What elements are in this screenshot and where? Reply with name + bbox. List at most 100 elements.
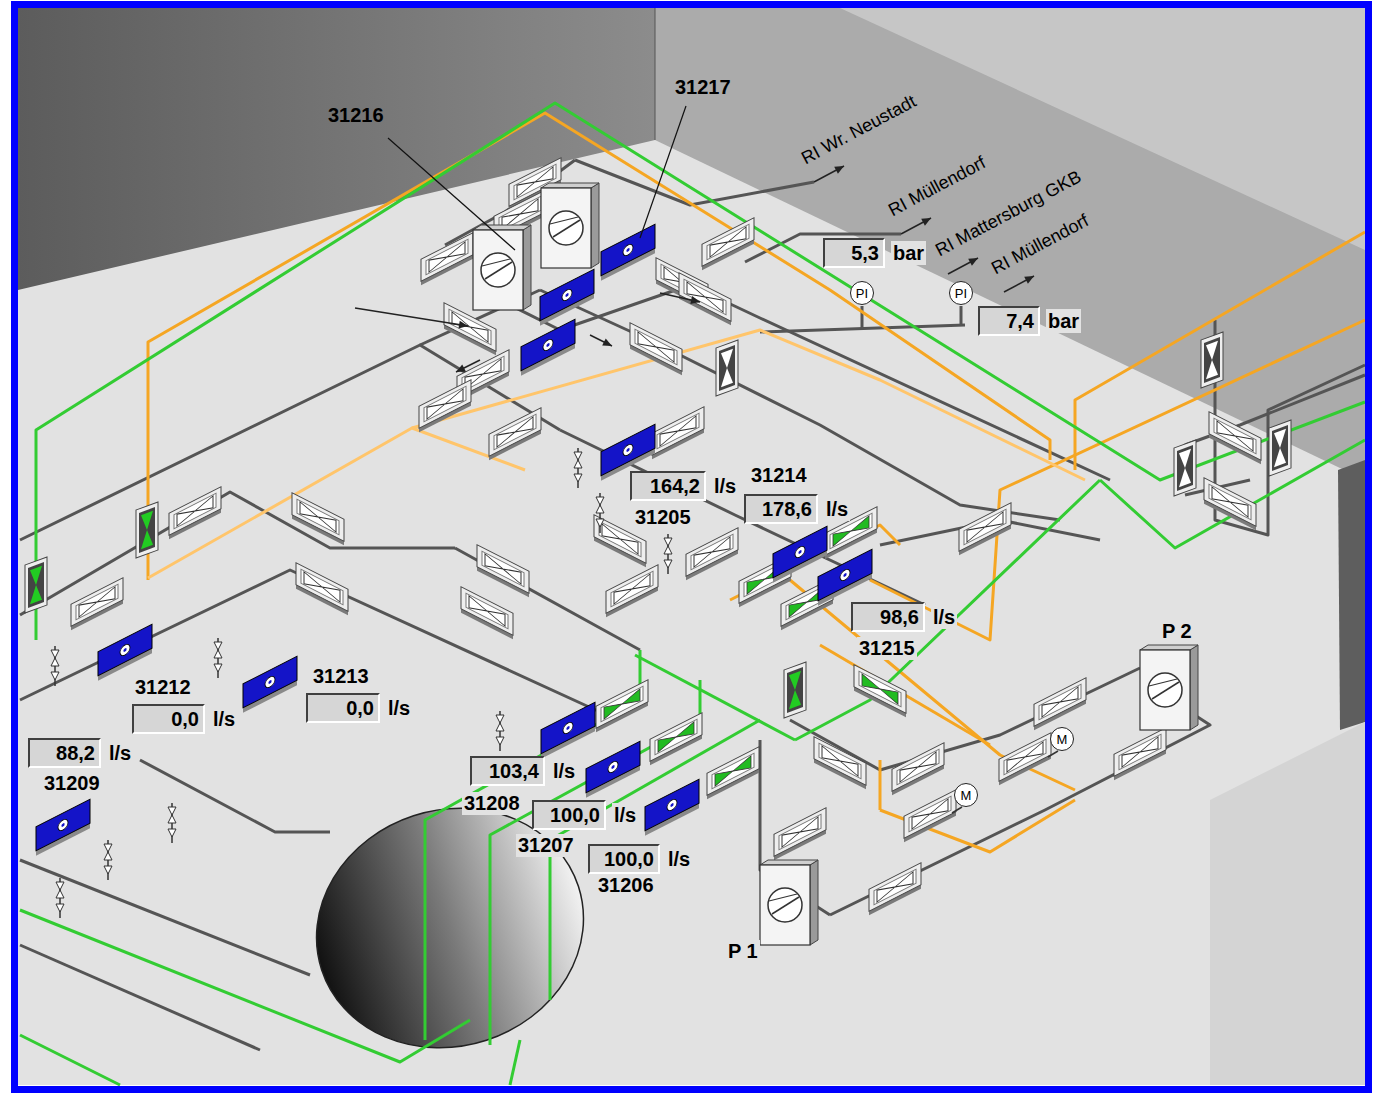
valve-bowtie (912, 799, 948, 829)
flow-display: 100,0l/s (588, 844, 692, 874)
flow-display: 7,4bar (978, 306, 1081, 336)
valve-face (655, 719, 697, 754)
tag-number: 31214 (749, 464, 809, 487)
meter-dot (840, 567, 850, 582)
valve-shadow (869, 867, 921, 915)
sensor-mark (104, 866, 112, 874)
pump-side (810, 860, 818, 945)
value-box: 7,4 (978, 306, 1040, 336)
meter-dot-center (61, 823, 64, 828)
valve-wing (622, 689, 640, 710)
valve-symbol (71, 578, 123, 630)
flow-display: 0,0 l/s (306, 693, 412, 723)
pipe (20, 1035, 120, 1085)
standing-valve-symbol (25, 557, 47, 613)
valve-shadow (1034, 682, 1086, 730)
valve-shadow (419, 384, 471, 432)
standing-valve-symbol (1174, 440, 1196, 496)
valve-face (897, 749, 939, 784)
valve-symbol (959, 503, 1011, 555)
standing-valve-symbol (136, 502, 158, 558)
valve-shadow (606, 569, 658, 617)
valve-face (174, 493, 216, 528)
unit-text: l/s (386, 696, 412, 720)
valve-face (1004, 739, 1046, 774)
meter-dot-center (611, 765, 614, 770)
valve-wing (789, 671, 801, 692)
valve-symbol (904, 790, 956, 842)
valve-shadow (421, 237, 473, 285)
flow-arrow (590, 335, 612, 346)
floor-step (1210, 722, 1365, 1085)
sensor-mark (664, 560, 672, 568)
valve-wing (30, 566, 42, 587)
valve-symbol (169, 487, 221, 539)
valve-face (712, 753, 754, 788)
instrument-tag: M (961, 788, 972, 803)
valve-bowtie (485, 554, 521, 584)
pipe (500, 285, 1110, 480)
valve-symbol (461, 587, 513, 639)
valve-bowtie (638, 332, 674, 362)
pump-top (1140, 645, 1198, 650)
meter-body (521, 319, 575, 371)
standing-valve-symbol (1269, 420, 1291, 476)
pipe-group (20, 103, 1365, 1085)
valve-face (76, 584, 118, 619)
valve-face (449, 309, 491, 344)
valve-shadow (489, 412, 541, 460)
valve-shadow (1204, 482, 1256, 530)
pipe (1100, 440, 1365, 548)
instrument-tag: PI (955, 286, 967, 301)
valve-wing (1179, 466, 1191, 487)
meter-dot-center (843, 573, 846, 578)
green-valve-symbol (854, 665, 906, 717)
sensor-symbol (574, 448, 582, 488)
pump-wheel (1148, 673, 1182, 707)
sensor-mark (574, 452, 582, 460)
unit-text: bar (1046, 309, 1081, 333)
valve-shadow (461, 591, 513, 639)
valve-body (1209, 412, 1261, 460)
instrument-circle: PI (949, 281, 973, 305)
flow-meter-symbol (243, 656, 297, 713)
valve-shadow (296, 567, 348, 615)
value-text: 100,0 (550, 804, 600, 826)
value-box: 103,4 (470, 756, 545, 786)
valve-face (719, 345, 735, 391)
valve-shadow (892, 747, 944, 795)
valve-symbol (1114, 728, 1166, 780)
back-wall-left (18, 8, 655, 290)
valve-bowtie (822, 746, 858, 776)
valve-body (959, 503, 1011, 551)
meter-dot (667, 797, 677, 812)
destination-label: RI Wr. Neustadt (796, 90, 921, 170)
valve-shadow (477, 549, 529, 597)
sensor-mark (168, 829, 176, 837)
valve-bowtie (300, 502, 336, 532)
valve-wing (141, 511, 153, 532)
outlet-arrow (901, 218, 931, 234)
meter-dot (562, 287, 572, 302)
sensor-symbol (56, 878, 64, 918)
valve-bowtie (427, 389, 463, 419)
valve-face (494, 414, 536, 449)
meter-dot (563, 720, 573, 735)
valve-body (716, 340, 738, 396)
valve-face (28, 562, 44, 608)
valve-bowtie (967, 512, 1003, 542)
meter-dot-center (268, 680, 271, 685)
valve-body (1269, 420, 1291, 476)
meter-dot (608, 759, 618, 774)
value-text: 164,2 (650, 475, 700, 497)
pump-body (760, 865, 810, 945)
flow-meter-symbol (521, 319, 575, 376)
leader-arrow-head (458, 321, 468, 329)
valve-bowtie (497, 417, 533, 447)
valve-shadow (650, 717, 702, 765)
sensor-mark (596, 519, 604, 527)
valve-face (874, 869, 916, 904)
value-text: 0,0 (346, 697, 374, 719)
meter-body (601, 224, 655, 276)
valve-face (859, 671, 901, 706)
